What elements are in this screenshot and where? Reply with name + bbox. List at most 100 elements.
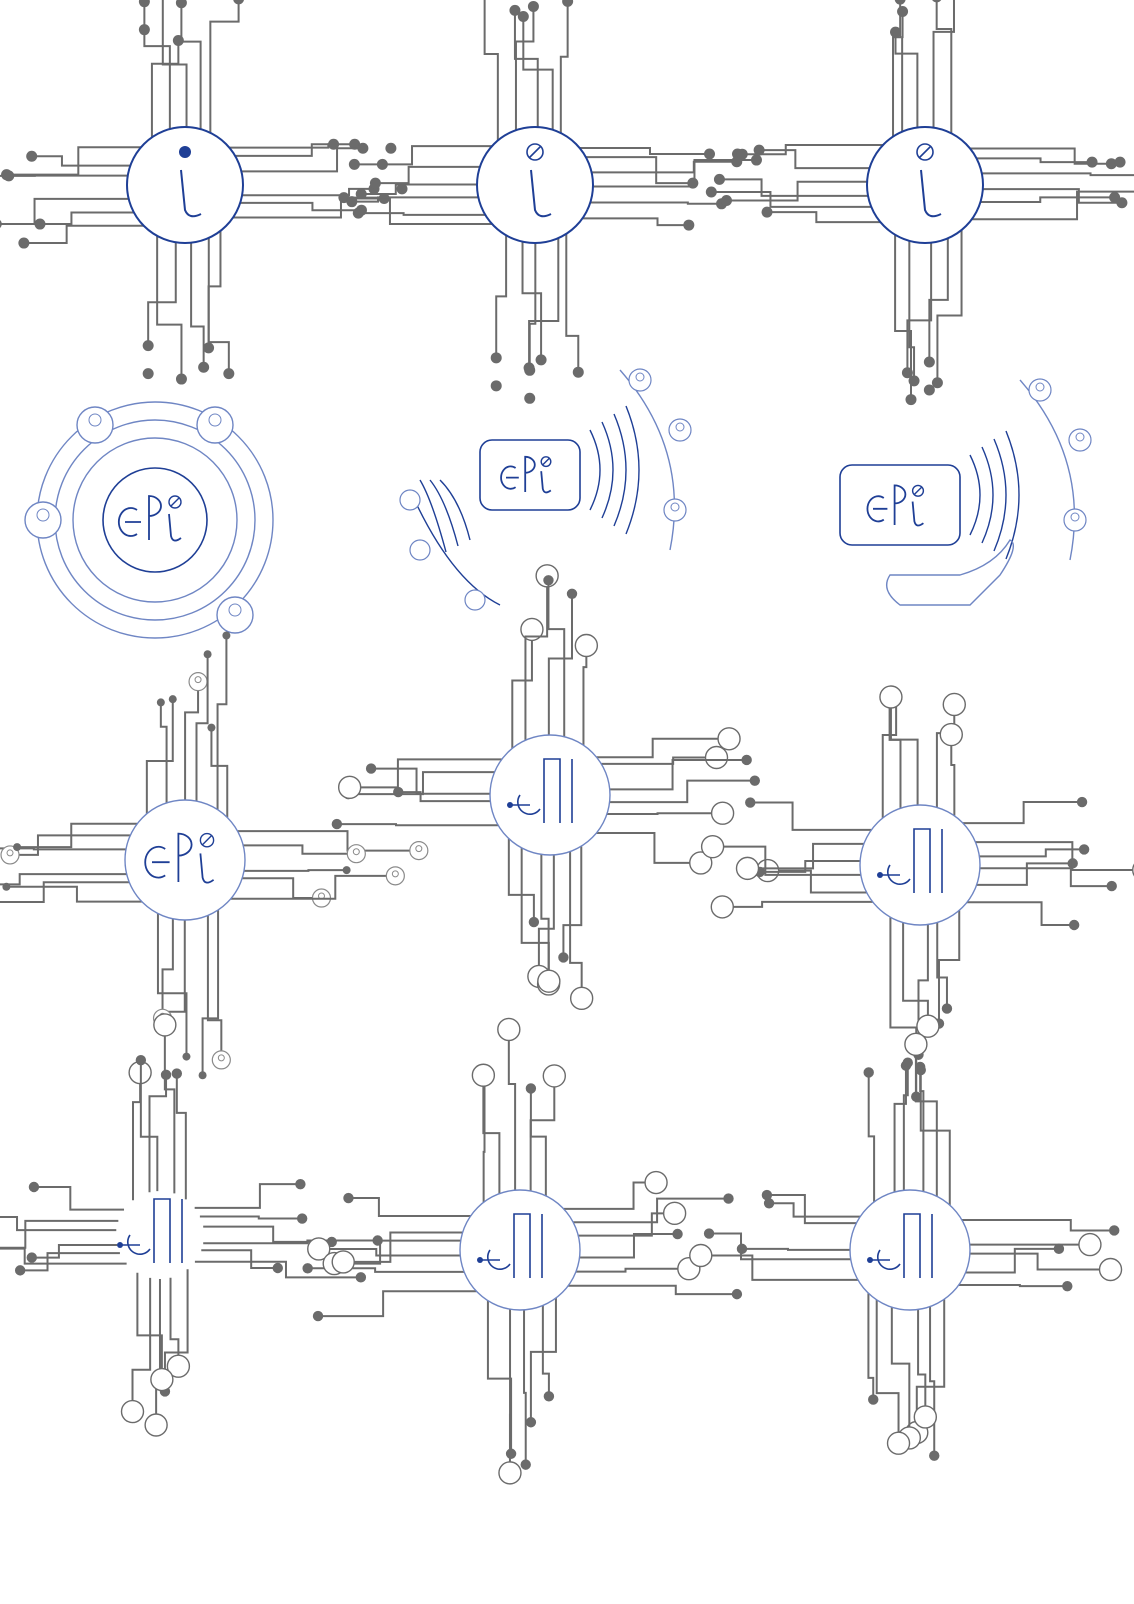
trace-end-dot (745, 797, 756, 808)
trace-end-dot (346, 196, 358, 208)
circuit-trace (209, 0, 240, 133)
person-node (1063, 508, 1087, 532)
trace-end-dot (723, 1193, 734, 1204)
circuit-trace (565, 233, 580, 373)
trace-end-ring (689, 851, 713, 875)
signal-wave (589, 429, 601, 511)
circuit-trace (371, 767, 491, 795)
circuit-trace (726, 180, 868, 202)
person-node (409, 841, 429, 861)
circuit-trace (156, 913, 188, 1057)
logo-circuit-epi-open (0, 1013, 383, 1437)
circuit-trace (950, 734, 956, 816)
circuit-trace (894, 32, 919, 128)
trace-end-ring (574, 633, 599, 658)
trace-end-ring (1078, 1232, 1102, 1257)
letter-i-stem (530, 169, 552, 218)
trace-end-dot (1105, 158, 1117, 170)
circuit-trace (967, 901, 1075, 926)
trace-end-dot (931, 377, 943, 389)
circuit-trace (507, 838, 535, 923)
circuit-trace (524, 575, 549, 741)
trace-end-dot (156, 698, 165, 707)
logo-hub-circle (489, 734, 611, 856)
trace-end-dot (543, 1391, 555, 1402)
circuit-trace (579, 147, 710, 156)
trace-end-dot (863, 1067, 874, 1078)
person-node (663, 498, 687, 522)
circuit-trace (336, 823, 499, 827)
person-icon (675, 422, 685, 432)
letter-p (177, 832, 193, 882)
logo-hub-circle (866, 126, 984, 244)
trace-end-dot (566, 588, 578, 599)
signal-wave (1005, 430, 1020, 560)
circuit-trace (361, 183, 478, 195)
trace-end-dot (357, 142, 369, 154)
circuit-trace (914, 1044, 938, 1197)
letter-i (199, 853, 215, 884)
circuit-trace (528, 242, 537, 371)
trace-end-dot (753, 144, 765, 156)
circuit-trace (514, 6, 535, 131)
trace-end-dot (369, 177, 381, 189)
trace-end-ring (939, 722, 963, 747)
circuit-trace (23, 224, 144, 245)
trace-end-dot (517, 10, 529, 22)
circuit-trace (562, 846, 583, 958)
circuit-trace (0, 873, 127, 886)
circuit-trace (210, 727, 229, 818)
circuit-trace (759, 149, 870, 170)
circuit-trace (892, 0, 902, 137)
circuit-trace (889, 696, 919, 806)
circuit-trace (981, 172, 1134, 177)
logo-circuit-epi-rings-b (700, 685, 1134, 1102)
trace-end-dot (135, 1054, 147, 1066)
circuit-trace (875, 1299, 900, 1444)
circuit-trace (541, 1305, 550, 1397)
person-node (76, 406, 114, 444)
circuit-trace (190, 242, 205, 368)
logo-epi-signal-waves (390, 360, 710, 620)
letter-i-dot (540, 456, 552, 468)
letter-i-slash (170, 497, 180, 507)
trace-end-ring (942, 692, 966, 717)
circuit-logo-art (338, 0, 762, 404)
trace-end-dot (705, 186, 717, 198)
person-icon (228, 603, 242, 617)
letter-i (540, 471, 552, 494)
circuit-trace (358, 212, 486, 216)
trace-end-dot (302, 1263, 313, 1274)
circuit-trace (0, 197, 129, 225)
trace-end-ring (144, 1413, 168, 1437)
circuit-trace (39, 211, 134, 226)
trace-end-dot (393, 786, 404, 798)
trace-end-dot (687, 177, 699, 189)
circuit-trace (767, 869, 867, 894)
person-node (1028, 378, 1052, 402)
hand-logo-art (839, 378, 1092, 606)
circuit-trace (609, 758, 747, 791)
trace-end-dot (175, 373, 187, 385)
letter-i-dot (199, 832, 215, 848)
person-node (385, 866, 405, 886)
letter-i-slash (918, 145, 932, 159)
letter-e-node (117, 1242, 123, 1248)
circuit-trace (741, 1247, 851, 1251)
trace-end-dot (168, 695, 177, 704)
circuit-trace (585, 156, 693, 185)
trace-end-dot (198, 361, 210, 373)
trace-end-dot (520, 1459, 531, 1470)
trace-end-dot (923, 356, 935, 368)
letter-p (148, 495, 162, 540)
signal-wave (429, 479, 459, 547)
circuit-trace (547, 593, 573, 736)
person-node (24, 501, 62, 539)
trace-end-dot (509, 4, 521, 16)
circuit-trace (0, 1216, 117, 1232)
circuit-logo-art (705, 0, 1134, 406)
circuit-trace (712, 845, 861, 876)
circuit-trace (216, 635, 228, 810)
letter-i-slash (913, 486, 923, 495)
trace-end-dot (175, 0, 187, 9)
